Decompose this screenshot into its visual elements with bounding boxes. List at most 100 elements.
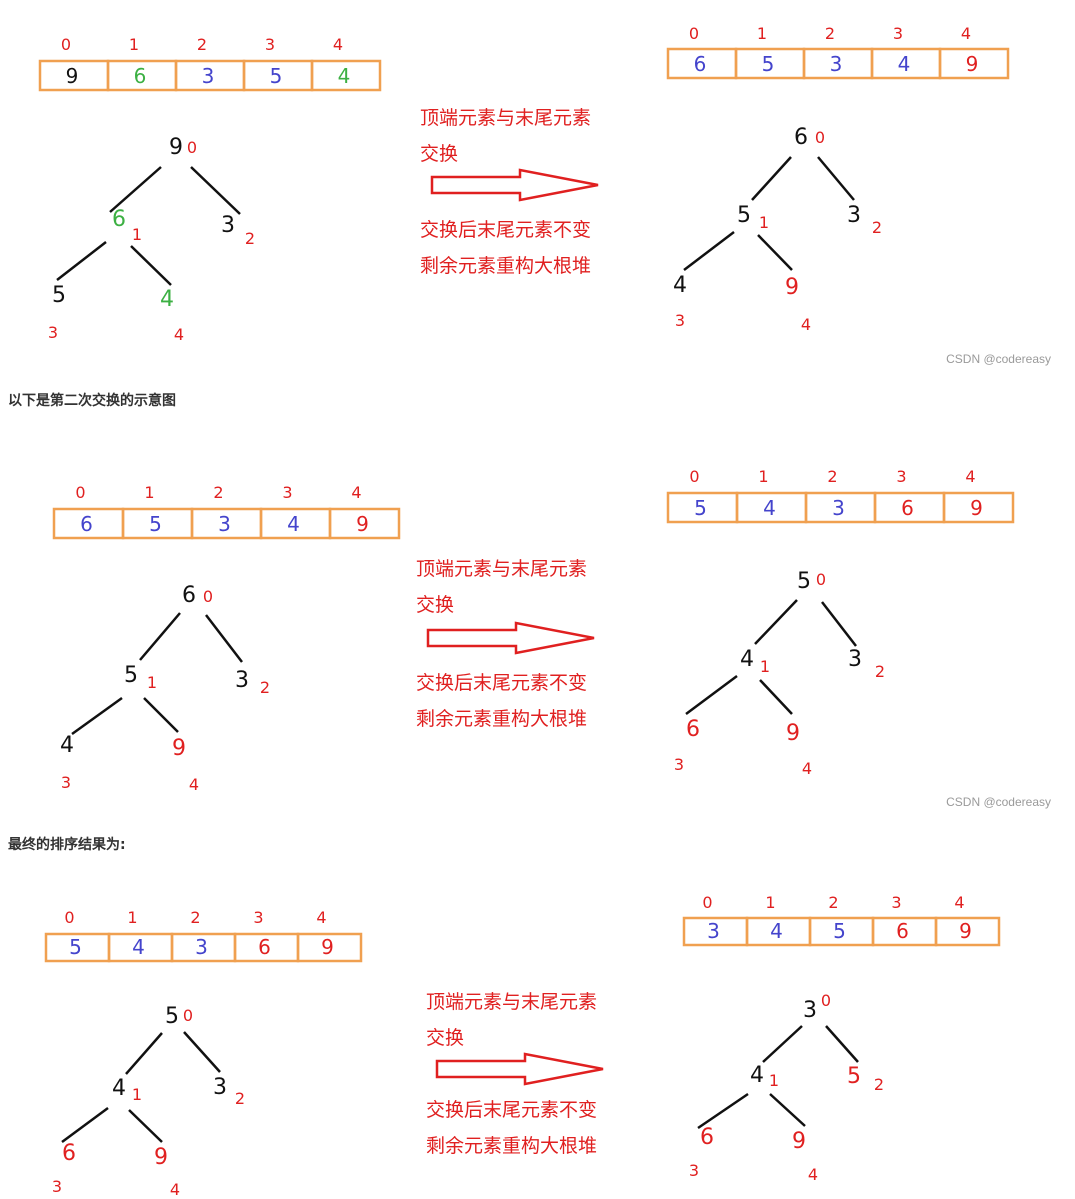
watermark: CSDN @codereasy: [946, 352, 1051, 366]
before-tree-node-value: 5: [52, 283, 66, 308]
after-tree-node-value: 9: [785, 275, 799, 300]
before-array-value: 3: [202, 64, 215, 88]
after-array-cell-4: [942, 491, 1015, 524]
before-array-value: 9: [356, 512, 369, 536]
swap-text-line2: 交换: [416, 594, 455, 616]
before-tree-edge: [139, 612, 181, 661]
before-array-index-label: 3: [282, 483, 292, 502]
before-tree-edge: [71, 696, 123, 736]
before-tree-node-value: 5: [165, 1004, 179, 1029]
before-tree-node-index: 2: [245, 229, 255, 248]
after-tree-node-value: 6: [686, 717, 700, 742]
before-array-value: 3: [195, 935, 208, 959]
after-tree-node-index: 4: [801, 315, 811, 334]
after-array-index-label: 3: [893, 24, 903, 43]
after-tree-edge: [821, 601, 857, 647]
after-tree-edge: [685, 674, 738, 716]
after-array-index-label: 4: [961, 24, 971, 43]
after-array-cell-4: [938, 47, 1010, 80]
rebuild-text-line2: 剩余元素重构大根堆: [416, 708, 588, 730]
before-array-cell-4: [296, 932, 363, 963]
after-tree-node-value: 5: [737, 203, 751, 228]
before-tree-edge: [56, 241, 107, 281]
after-tree-node-value: 9: [792, 1129, 806, 1154]
before-tree-node-index: 4: [170, 1180, 180, 1199]
after-array-index-label: 2: [827, 467, 837, 486]
after-array-index-label: 1: [757, 24, 767, 43]
before-tree-node-index: 4: [189, 775, 199, 794]
rebuild-text: 交换后末尾元素不变 剩余元素重构大根堆: [416, 665, 587, 737]
before-array-index-label: 4: [333, 35, 343, 54]
before-array-index-label: 0: [64, 908, 74, 927]
before-array-index-label: 2: [197, 35, 207, 54]
before-array-value: 4: [287, 512, 300, 536]
before-tree-edge: [109, 166, 162, 213]
after-array-value: 9: [966, 52, 979, 76]
caption-second-swap: 以下是第二次交换的示意图: [8, 393, 176, 409]
rebuild-text: 交换后末尾元素不变 剩余元素重构大根堆: [420, 212, 591, 284]
before-array-value: 5: [69, 935, 82, 959]
before-tree-node-value: 6: [182, 583, 196, 608]
after-tree-node-index: 0: [815, 128, 825, 147]
before-array-value: 6: [258, 935, 271, 959]
before-tree-node-index: 0: [183, 1006, 193, 1025]
swap-text-top: 顶端元素与末尾元素 交换: [426, 984, 597, 1056]
after-tree-node-value: 4: [740, 647, 754, 672]
before-tree-node-value: 3: [235, 668, 249, 693]
right-arrow-icon: [435, 1052, 604, 1086]
after-tree-node-value: 3: [803, 998, 817, 1023]
before-tree-node-value: 4: [60, 733, 74, 758]
after-tree-node-index: 3: [675, 311, 685, 330]
after-array-value: 4: [770, 919, 783, 943]
after-tree-node-index: 3: [674, 755, 684, 774]
after-array-index-label: 0: [689, 467, 699, 486]
after-array-value: 5: [833, 919, 846, 943]
after-tree-node-value: 3: [848, 647, 862, 672]
before-tree-node-index: 0: [203, 587, 213, 606]
before-array-cell-4: [328, 507, 401, 540]
swap-text-line1: 顶端元素与末尾元素: [416, 558, 588, 580]
before-tree-node-index: 1: [132, 225, 142, 244]
after-tree-edge: [683, 231, 735, 271]
before-tree-node-index: 3: [48, 323, 58, 342]
after-array-index-label: 0: [702, 893, 712, 912]
after-tree-node-value: 9: [786, 721, 800, 746]
before-tree-edge: [183, 1031, 221, 1073]
after-tree-node-index: 2: [874, 1075, 884, 1094]
after-tree-node-index: 1: [759, 213, 769, 232]
before-array-index-label: 1: [129, 35, 139, 54]
after-tree-node-value: 5: [797, 569, 811, 594]
after-array-value: 3: [707, 919, 720, 943]
after-array-index-label: 2: [828, 893, 838, 912]
before-tree-edge: [61, 1106, 109, 1144]
before-array-value: 4: [132, 935, 145, 959]
before-tree-node-value: 9: [169, 135, 183, 160]
before-tree-node-index: 2: [260, 678, 270, 697]
swap-text-top: 顶端元素与末尾元素 交换: [416, 551, 587, 623]
before-tree-node-index: 3: [61, 773, 71, 792]
after-array-value: 6: [896, 919, 909, 943]
after-array-index-label: 0: [689, 24, 699, 43]
after-array-value: 6: [901, 496, 914, 520]
before-tree-node-value: 3: [213, 1075, 227, 1100]
after-tree-edge: [697, 1092, 749, 1130]
before-array-index-label: 0: [61, 35, 71, 54]
before-tree-node-value: 9: [154, 1145, 168, 1170]
after-tree-node-index: 2: [875, 662, 885, 681]
watermark: CSDN @codereasy: [946, 795, 1051, 809]
before-array-cell-4: [310, 59, 382, 92]
swap-text-line1: 顶端元素与末尾元素: [426, 991, 598, 1013]
after-tree-node-index: 4: [802, 759, 812, 778]
before-tree-node-index: 4: [174, 325, 184, 344]
after-array-index-label: 2: [825, 24, 835, 43]
after-tree-edge: [754, 599, 798, 645]
after-tree-node-index: 0: [821, 991, 831, 1010]
before-array-index-label: 1: [144, 483, 154, 502]
before-array-value: 6: [80, 512, 93, 536]
right-arrow-icon: [426, 621, 595, 655]
after-tree-node-value: 6: [700, 1125, 714, 1150]
